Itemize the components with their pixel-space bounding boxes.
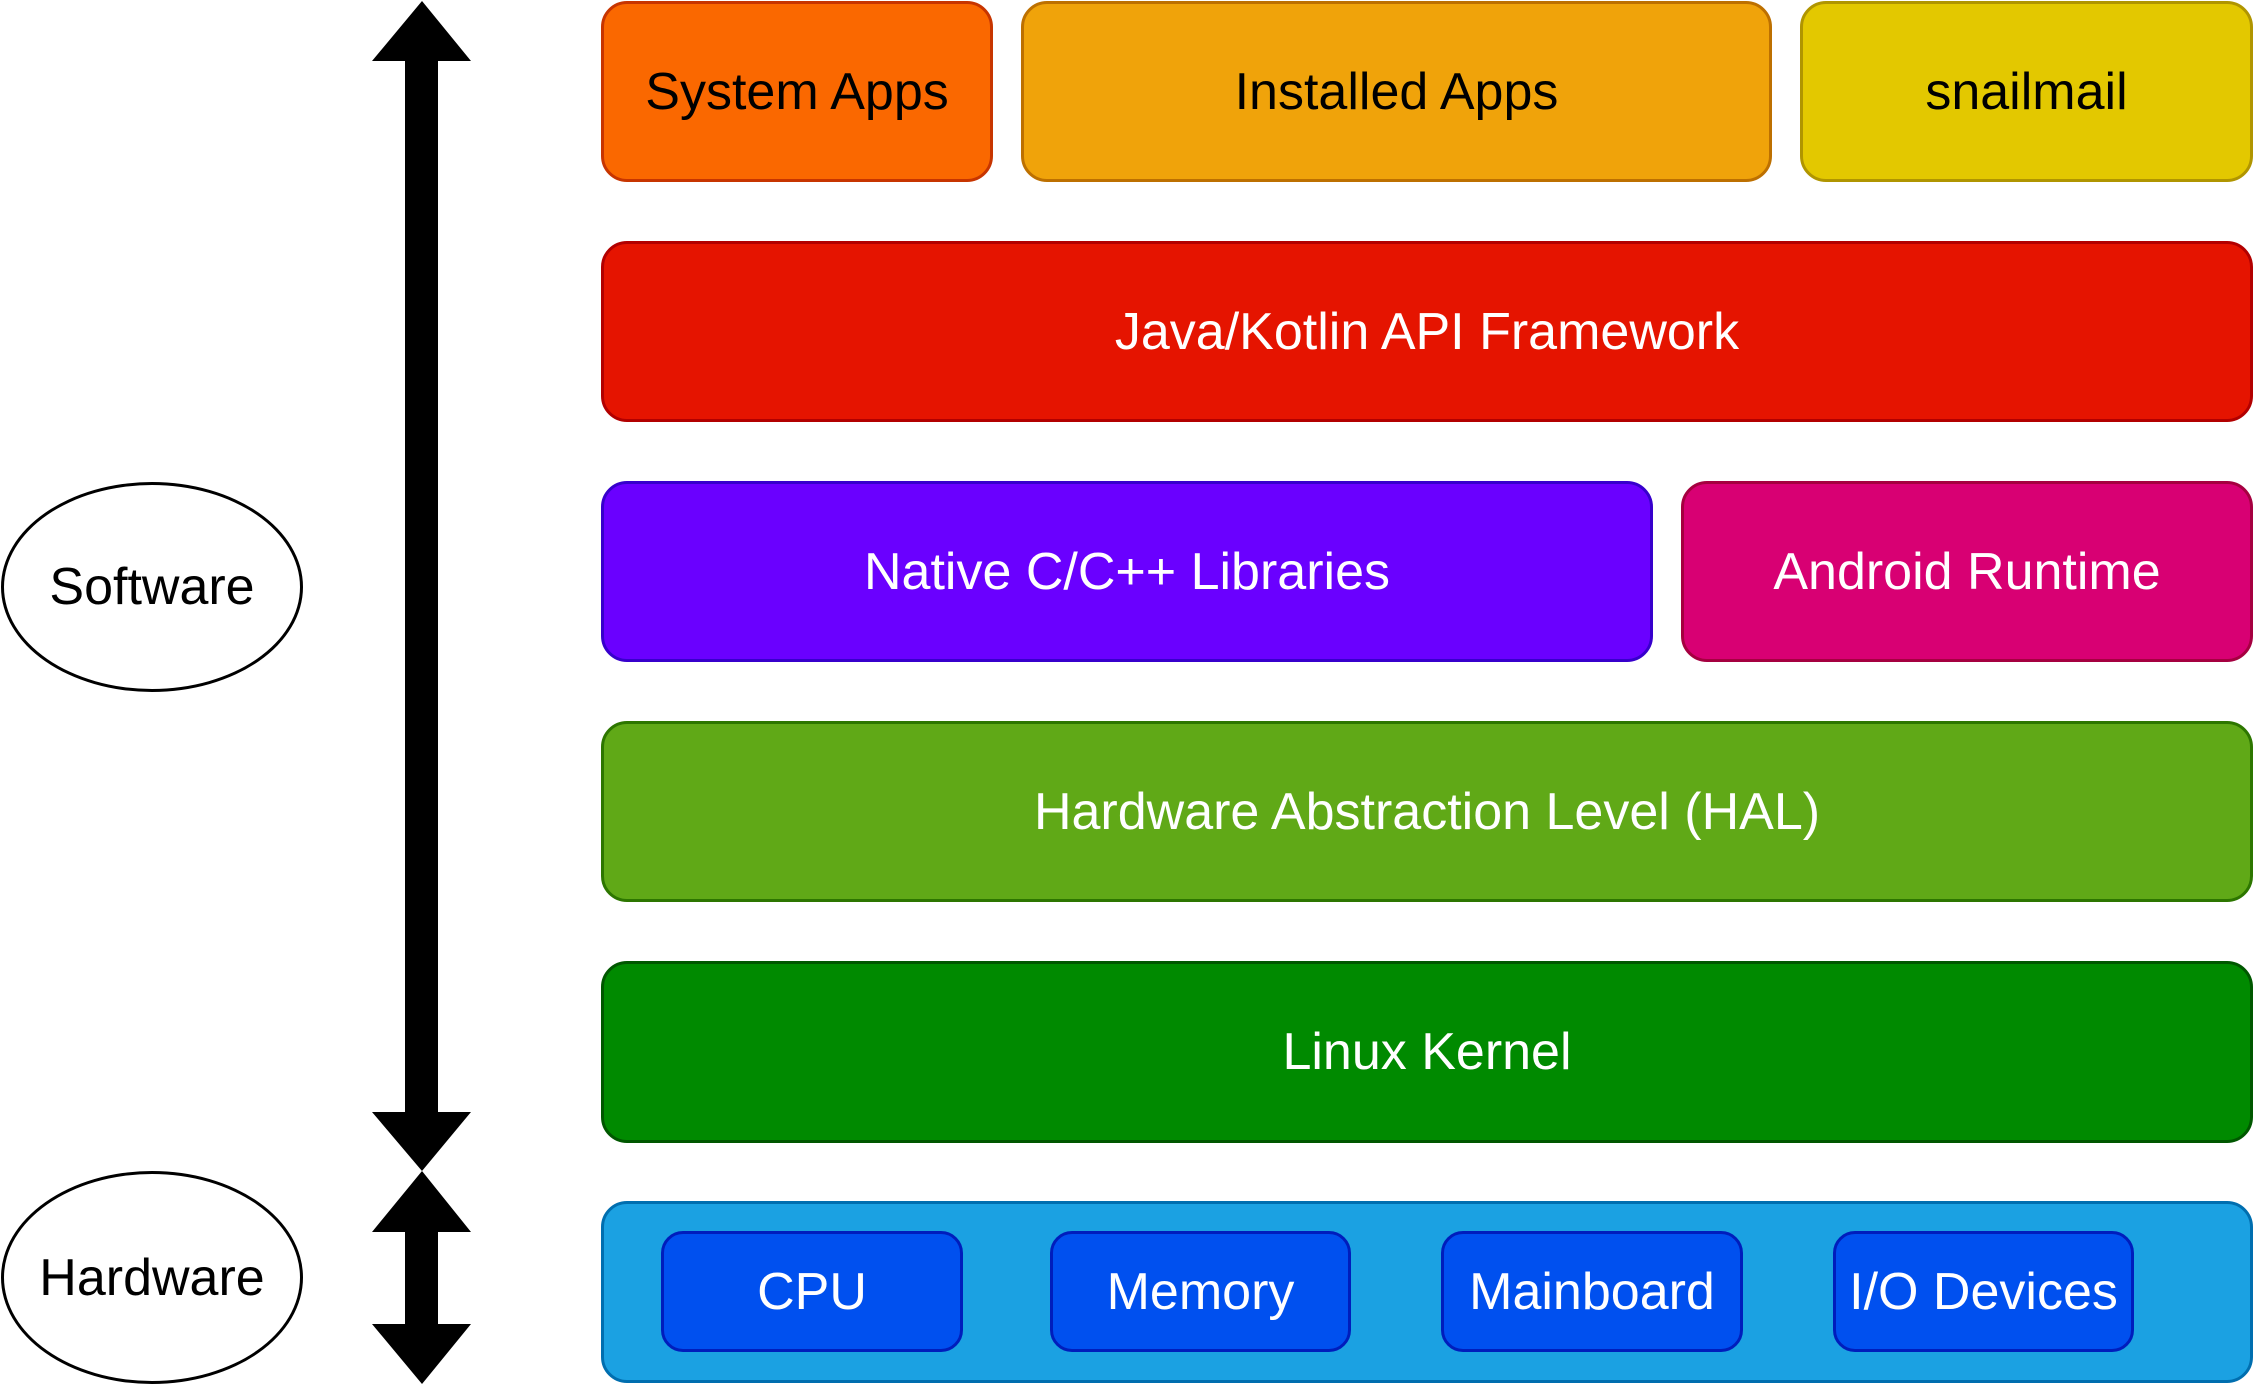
hardware-label-ellipse: Hardware (1, 1171, 303, 1384)
native-libraries-box: Native C/C++ Libraries (601, 481, 1653, 662)
native-libraries-label: Native C/C++ Libraries (864, 542, 1390, 601)
hardware-io-devices-label: I/O Devices (1849, 1262, 2118, 1321)
hardware-range-arrow (372, 1171, 471, 1384)
hardware-memory-box: Memory (1050, 1231, 1351, 1352)
hal-box: Hardware Abstraction Level (HAL) (601, 721, 2253, 902)
hardware-memory-label: Memory (1106, 1262, 1295, 1321)
api-framework-label: Java/Kotlin API Framework (1114, 302, 1740, 361)
hardware-mainboard-label: Mainboard (1469, 1262, 1715, 1321)
hardware-cpu-label: CPU (757, 1262, 867, 1321)
android-runtime-box: Android Runtime (1681, 481, 2253, 662)
snailmail-box: snailmail (1800, 1, 2253, 182)
software-label: Software (49, 558, 255, 616)
hal-label: Hardware Abstraction Level (HAL) (1033, 782, 1821, 841)
api-framework-box: Java/Kotlin API Framework (601, 241, 2253, 422)
snailmail-label: snailmail (1925, 62, 2128, 121)
hardware-cpu-box: CPU (661, 1231, 963, 1352)
hardware-label: Hardware (39, 1248, 265, 1307)
linux-kernel-label: Linux Kernel (1282, 1023, 1572, 1081)
android-runtime-label: Android Runtime (1773, 542, 2161, 601)
system-apps-label: System Apps (645, 62, 949, 121)
software-range-arrow (372, 1, 471, 1171)
software-label-ellipse: Software (1, 482, 303, 692)
installed-apps-box: Installed Apps (1021, 1, 1772, 182)
hardware-mainboard-box: Mainboard (1441, 1231, 1743, 1352)
installed-apps-label: Installed Apps (1234, 62, 1559, 121)
linux-kernel-box: Linux Kernel (601, 961, 2253, 1143)
system-apps-box: System Apps (601, 1, 993, 182)
hardware-io-devices-box: I/O Devices (1833, 1231, 2134, 1352)
